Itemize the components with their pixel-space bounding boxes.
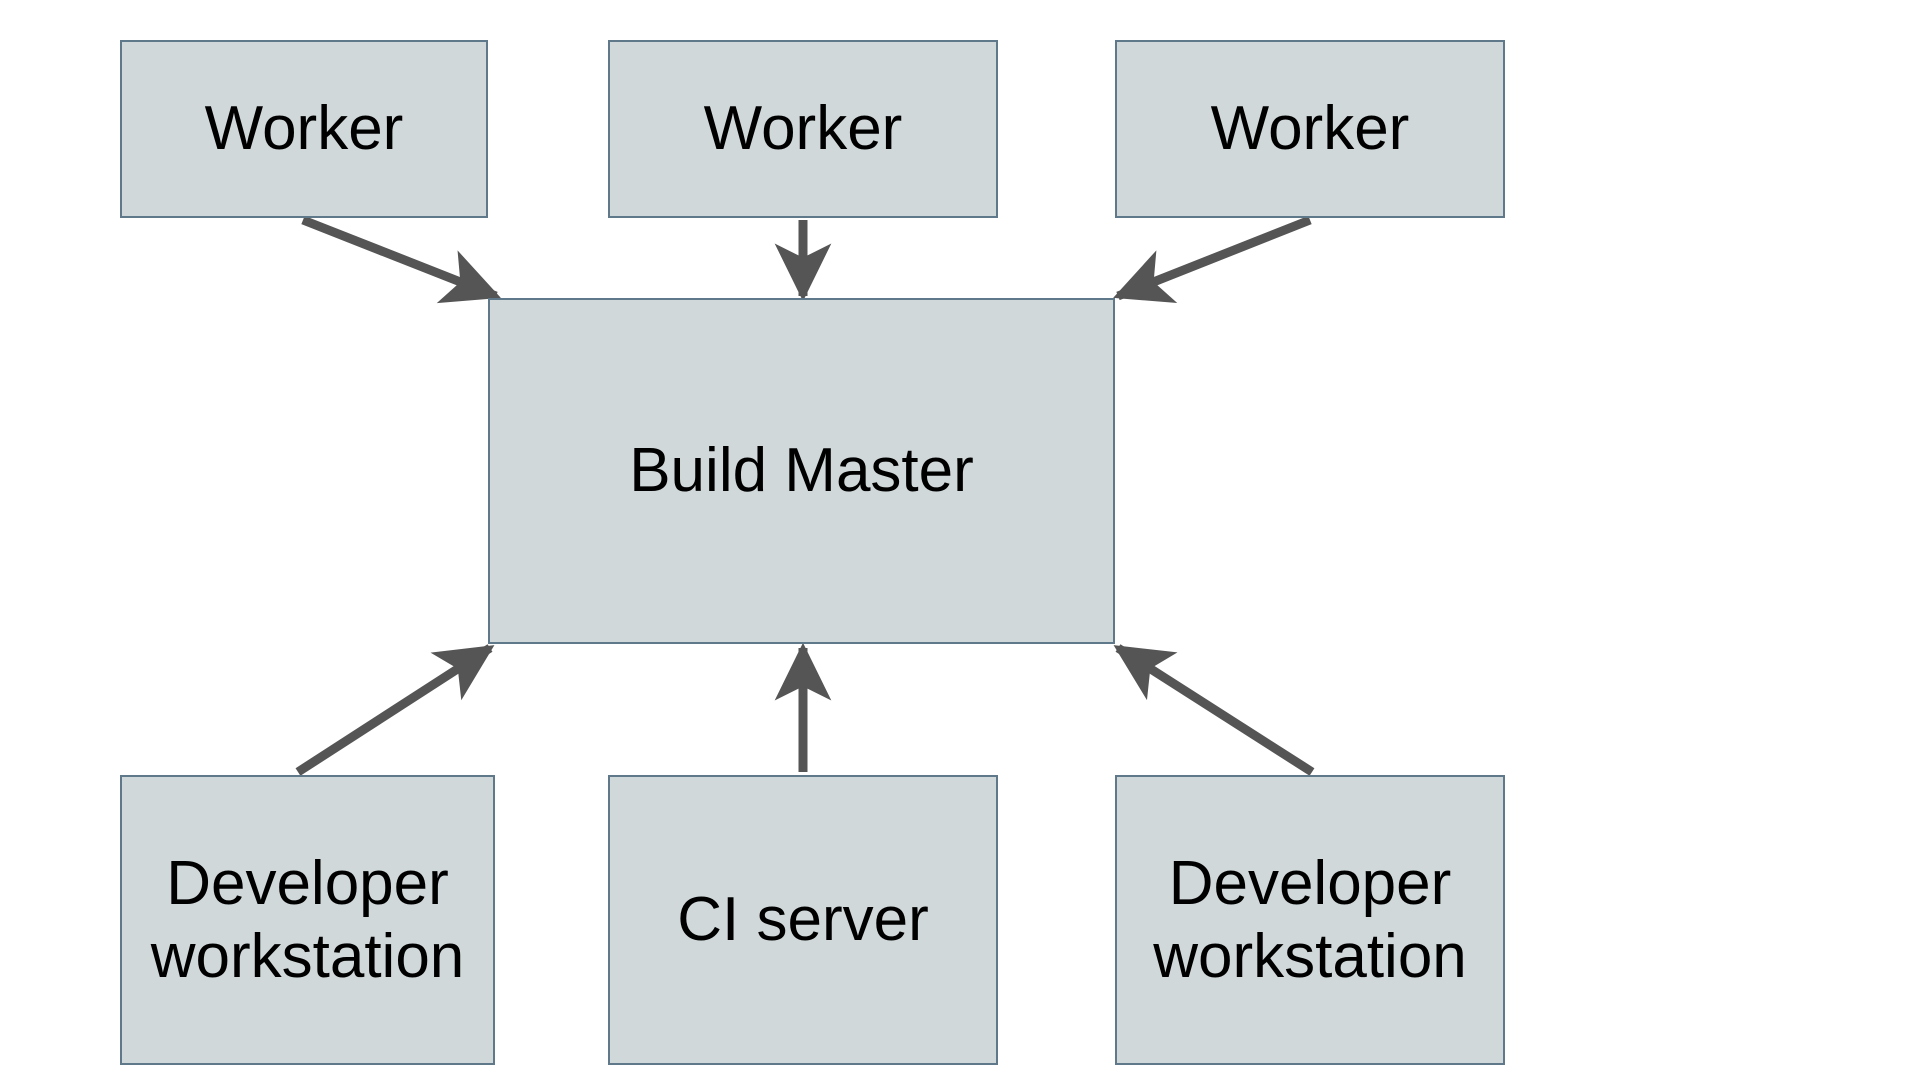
node-worker-2-label: Worker: [703, 94, 903, 164]
node-ci-server-label: CI server: [677, 885, 929, 955]
edge-worker1-to-master: [301, 215, 501, 304]
node-developer-workstation-left[interactable]: Developer workstation: [120, 775, 495, 1065]
node-worker-3-label: Worker: [1210, 94, 1410, 164]
node-developer-workstation-right-label: Developer workstation: [1153, 848, 1467, 991]
node-build-master-label: Build Master: [629, 436, 974, 506]
node-developer-workstation-right[interactable]: Developer workstation: [1115, 775, 1505, 1065]
node-worker-2[interactable]: Worker: [608, 40, 998, 218]
node-build-master[interactable]: Build Master: [488, 298, 1115, 644]
node-ci-server[interactable]: CI server: [608, 775, 998, 1065]
edge-worker3-to-master: [1113, 215, 1312, 304]
edge-devleft-to-master: [295, 644, 495, 776]
node-developer-workstation-left-label: Developer workstation: [150, 848, 465, 991]
node-worker-3[interactable]: Worker: [1115, 40, 1505, 218]
edge-devright-to-master: [1113, 644, 1315, 776]
node-worker-1[interactable]: Worker: [120, 40, 488, 218]
node-worker-1-label: Worker: [204, 94, 404, 164]
